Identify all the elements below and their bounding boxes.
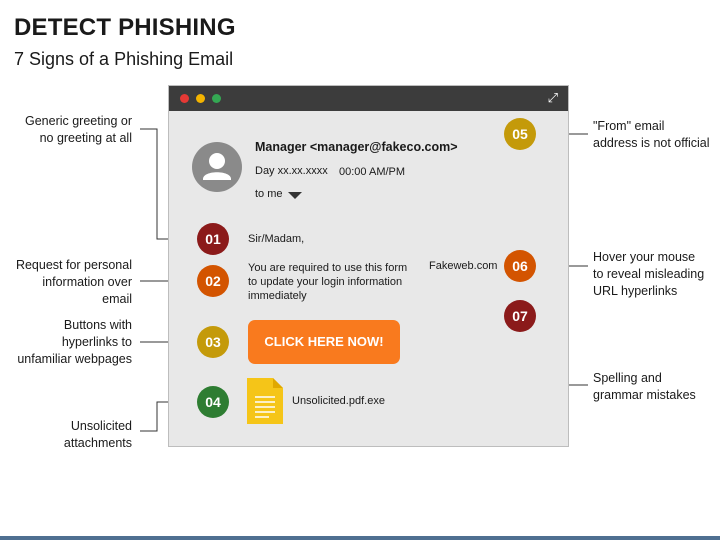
badge-07: 07 bbox=[504, 300, 536, 332]
annotation-03: Buttons with hyperlinks to unfamiliar we… bbox=[17, 317, 132, 368]
footer-bar bbox=[0, 536, 720, 540]
annotation-02-line-1: Request for personal bbox=[15, 258, 132, 272]
fake-link[interactable]: Fakeweb.com bbox=[429, 260, 498, 272]
annotation-04: Unsolicited attachments bbox=[64, 418, 132, 452]
email-body-line-1: You are required to use this form bbox=[248, 262, 408, 274]
page-title: DETECT PHISHING bbox=[14, 14, 236, 41]
badge-05: 05 bbox=[504, 118, 536, 150]
annotation-03-line-1: Buttons with bbox=[63, 318, 132, 332]
attachment-name[interactable]: Unsolicited.pdf.exe bbox=[292, 395, 385, 407]
user-avatar-icon bbox=[192, 142, 242, 192]
annotation-03-line-3: unfamiliar webpages bbox=[17, 352, 132, 366]
document-icon[interactable] bbox=[247, 378, 283, 424]
annotation-07-line-2: grammar mistakes bbox=[593, 388, 696, 402]
annotation-03-line-2: hyperlinks to bbox=[61, 335, 132, 349]
badge-04: 04 bbox=[197, 386, 229, 418]
annotation-04-line-2: attachments bbox=[63, 436, 132, 450]
annotation-01: Generic greeting or no greeting at all bbox=[25, 113, 132, 147]
annotation-02-line-3: email bbox=[102, 292, 132, 306]
annotation-06: Hover your mouse to reveal misleading UR… bbox=[593, 249, 704, 300]
window-titlebar: ⤢ bbox=[169, 86, 568, 111]
badge-02: 02 bbox=[197, 265, 229, 297]
minimize-dot[interactable] bbox=[196, 94, 205, 103]
annotation-05-line-1: "From" email bbox=[593, 119, 665, 133]
click-here-button[interactable]: CLICK HERE NOW! bbox=[248, 320, 400, 364]
annotation-02-line-2: information over bbox=[42, 275, 132, 289]
annotation-01-line-2: no greeting at all bbox=[39, 131, 132, 145]
annotation-06-line-1: Hover your mouse bbox=[593, 250, 696, 264]
maximize-dot[interactable] bbox=[212, 94, 221, 103]
annotation-05: "From" email address is not official bbox=[593, 118, 710, 152]
email-greeting: Sir/Madam, bbox=[248, 233, 305, 245]
annotation-05-line-2: address is not official bbox=[593, 136, 710, 150]
email-body-line-3: immediately bbox=[248, 290, 307, 302]
badge-03: 03 bbox=[197, 326, 229, 358]
badge-01: 01 bbox=[197, 223, 229, 255]
sender-address: Manager <manager@fakeco.com> bbox=[255, 140, 458, 154]
annotation-07-line-1: Spelling and bbox=[593, 371, 662, 385]
annotation-01-line-1: Generic greeting or bbox=[24, 114, 132, 128]
close-dot[interactable] bbox=[180, 94, 189, 103]
annotation-07: Spelling and grammar mistakes bbox=[593, 370, 696, 404]
email-window: ⤢ bbox=[168, 85, 569, 447]
annotation-02: Request for personal information over em… bbox=[16, 257, 132, 308]
chevron-down-icon[interactable] bbox=[288, 192, 302, 200]
email-body-line-2: to update your login information bbox=[248, 276, 403, 288]
expand-icon[interactable]: ⤢ bbox=[547, 90, 558, 105]
page-subtitle: 7 Signs of a Phishing Email bbox=[14, 49, 234, 69]
email-time: 00:00 AM/PM bbox=[339, 166, 406, 178]
annotation-04-line-1: Unsolicited bbox=[70, 419, 132, 433]
annotation-06-line-3: URL hyperlinks bbox=[593, 284, 678, 298]
annotation-06-line-2: to reveal misleading bbox=[593, 267, 705, 281]
badge-06: 06 bbox=[504, 250, 536, 282]
recipient-label: to me bbox=[255, 188, 283, 200]
email-date: Day xx.xx.xxxx bbox=[255, 165, 328, 177]
